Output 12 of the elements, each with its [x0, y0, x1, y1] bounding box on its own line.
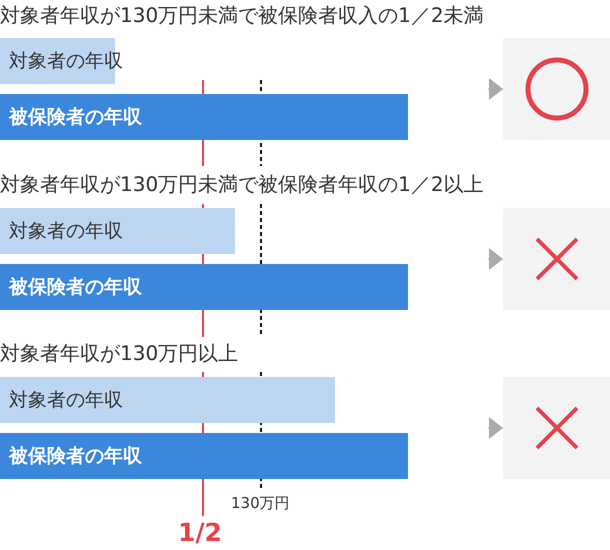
result-panel	[503, 208, 610, 310]
result-panel	[503, 38, 610, 140]
threshold-label: 130万円	[231, 494, 290, 513]
applicant-income-bar: 対象者の年収	[0, 377, 335, 423]
applicant-income-bar: 対象者の年収	[0, 208, 235, 254]
arrow	[488, 78, 504, 100]
result-panel	[503, 377, 610, 479]
arrow	[488, 248, 504, 270]
insured-income-bar: 被保険者の年収	[0, 264, 408, 310]
arrow	[488, 417, 504, 439]
insured-income-bar: 被保険者の年収	[0, 433, 408, 479]
insured-income-bar: 被保険者の年収	[0, 94, 408, 140]
